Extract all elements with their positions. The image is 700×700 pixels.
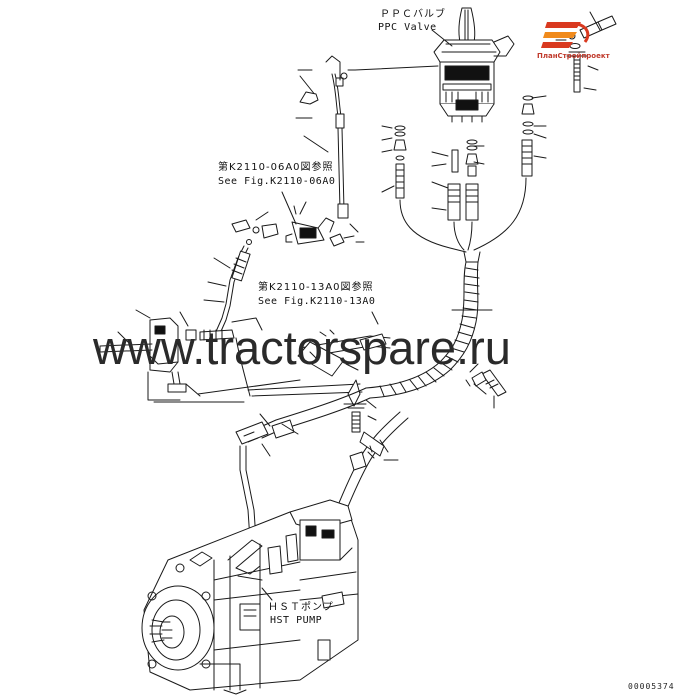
document-number: 00005374 xyxy=(628,682,675,691)
ppc-fittings xyxy=(381,95,547,221)
ppc-valve-label-jp: ＰＰＣバルブ xyxy=(380,9,446,20)
ppc-valve xyxy=(431,7,515,123)
brand-logo-icon xyxy=(541,22,590,48)
middle-hoses xyxy=(247,329,391,433)
bracket-left xyxy=(99,309,245,403)
ppc-hose-left xyxy=(295,55,439,219)
left-hose xyxy=(203,239,252,339)
reference-1-label-jp: 第K2110-06A0図参照 xyxy=(218,162,334,173)
connection-lines xyxy=(197,311,379,397)
reference-2-label-en: See Fig.K2110-13A0 xyxy=(258,296,376,307)
hst-pump-label-en: HST PUMP xyxy=(270,615,323,626)
clamp-bolt-right xyxy=(465,363,507,409)
hst-pump xyxy=(141,499,359,695)
ppc-hose-bundle xyxy=(365,177,527,399)
coupler-assembly xyxy=(231,191,365,247)
ppc-valve-label-en: PPC Valve xyxy=(378,22,437,33)
reference-2-label-jp: 第K2110-13A0図参照 xyxy=(258,282,374,293)
reference-1-label-en: See Fig.K2110-06A0 xyxy=(218,176,336,187)
watermark: www.tractorspare.ru xyxy=(93,321,511,374)
brand-logo-text: ПланСтройпроект xyxy=(537,52,610,60)
hst-pump-label-jp: ＨＳＴポンプ xyxy=(268,602,334,613)
